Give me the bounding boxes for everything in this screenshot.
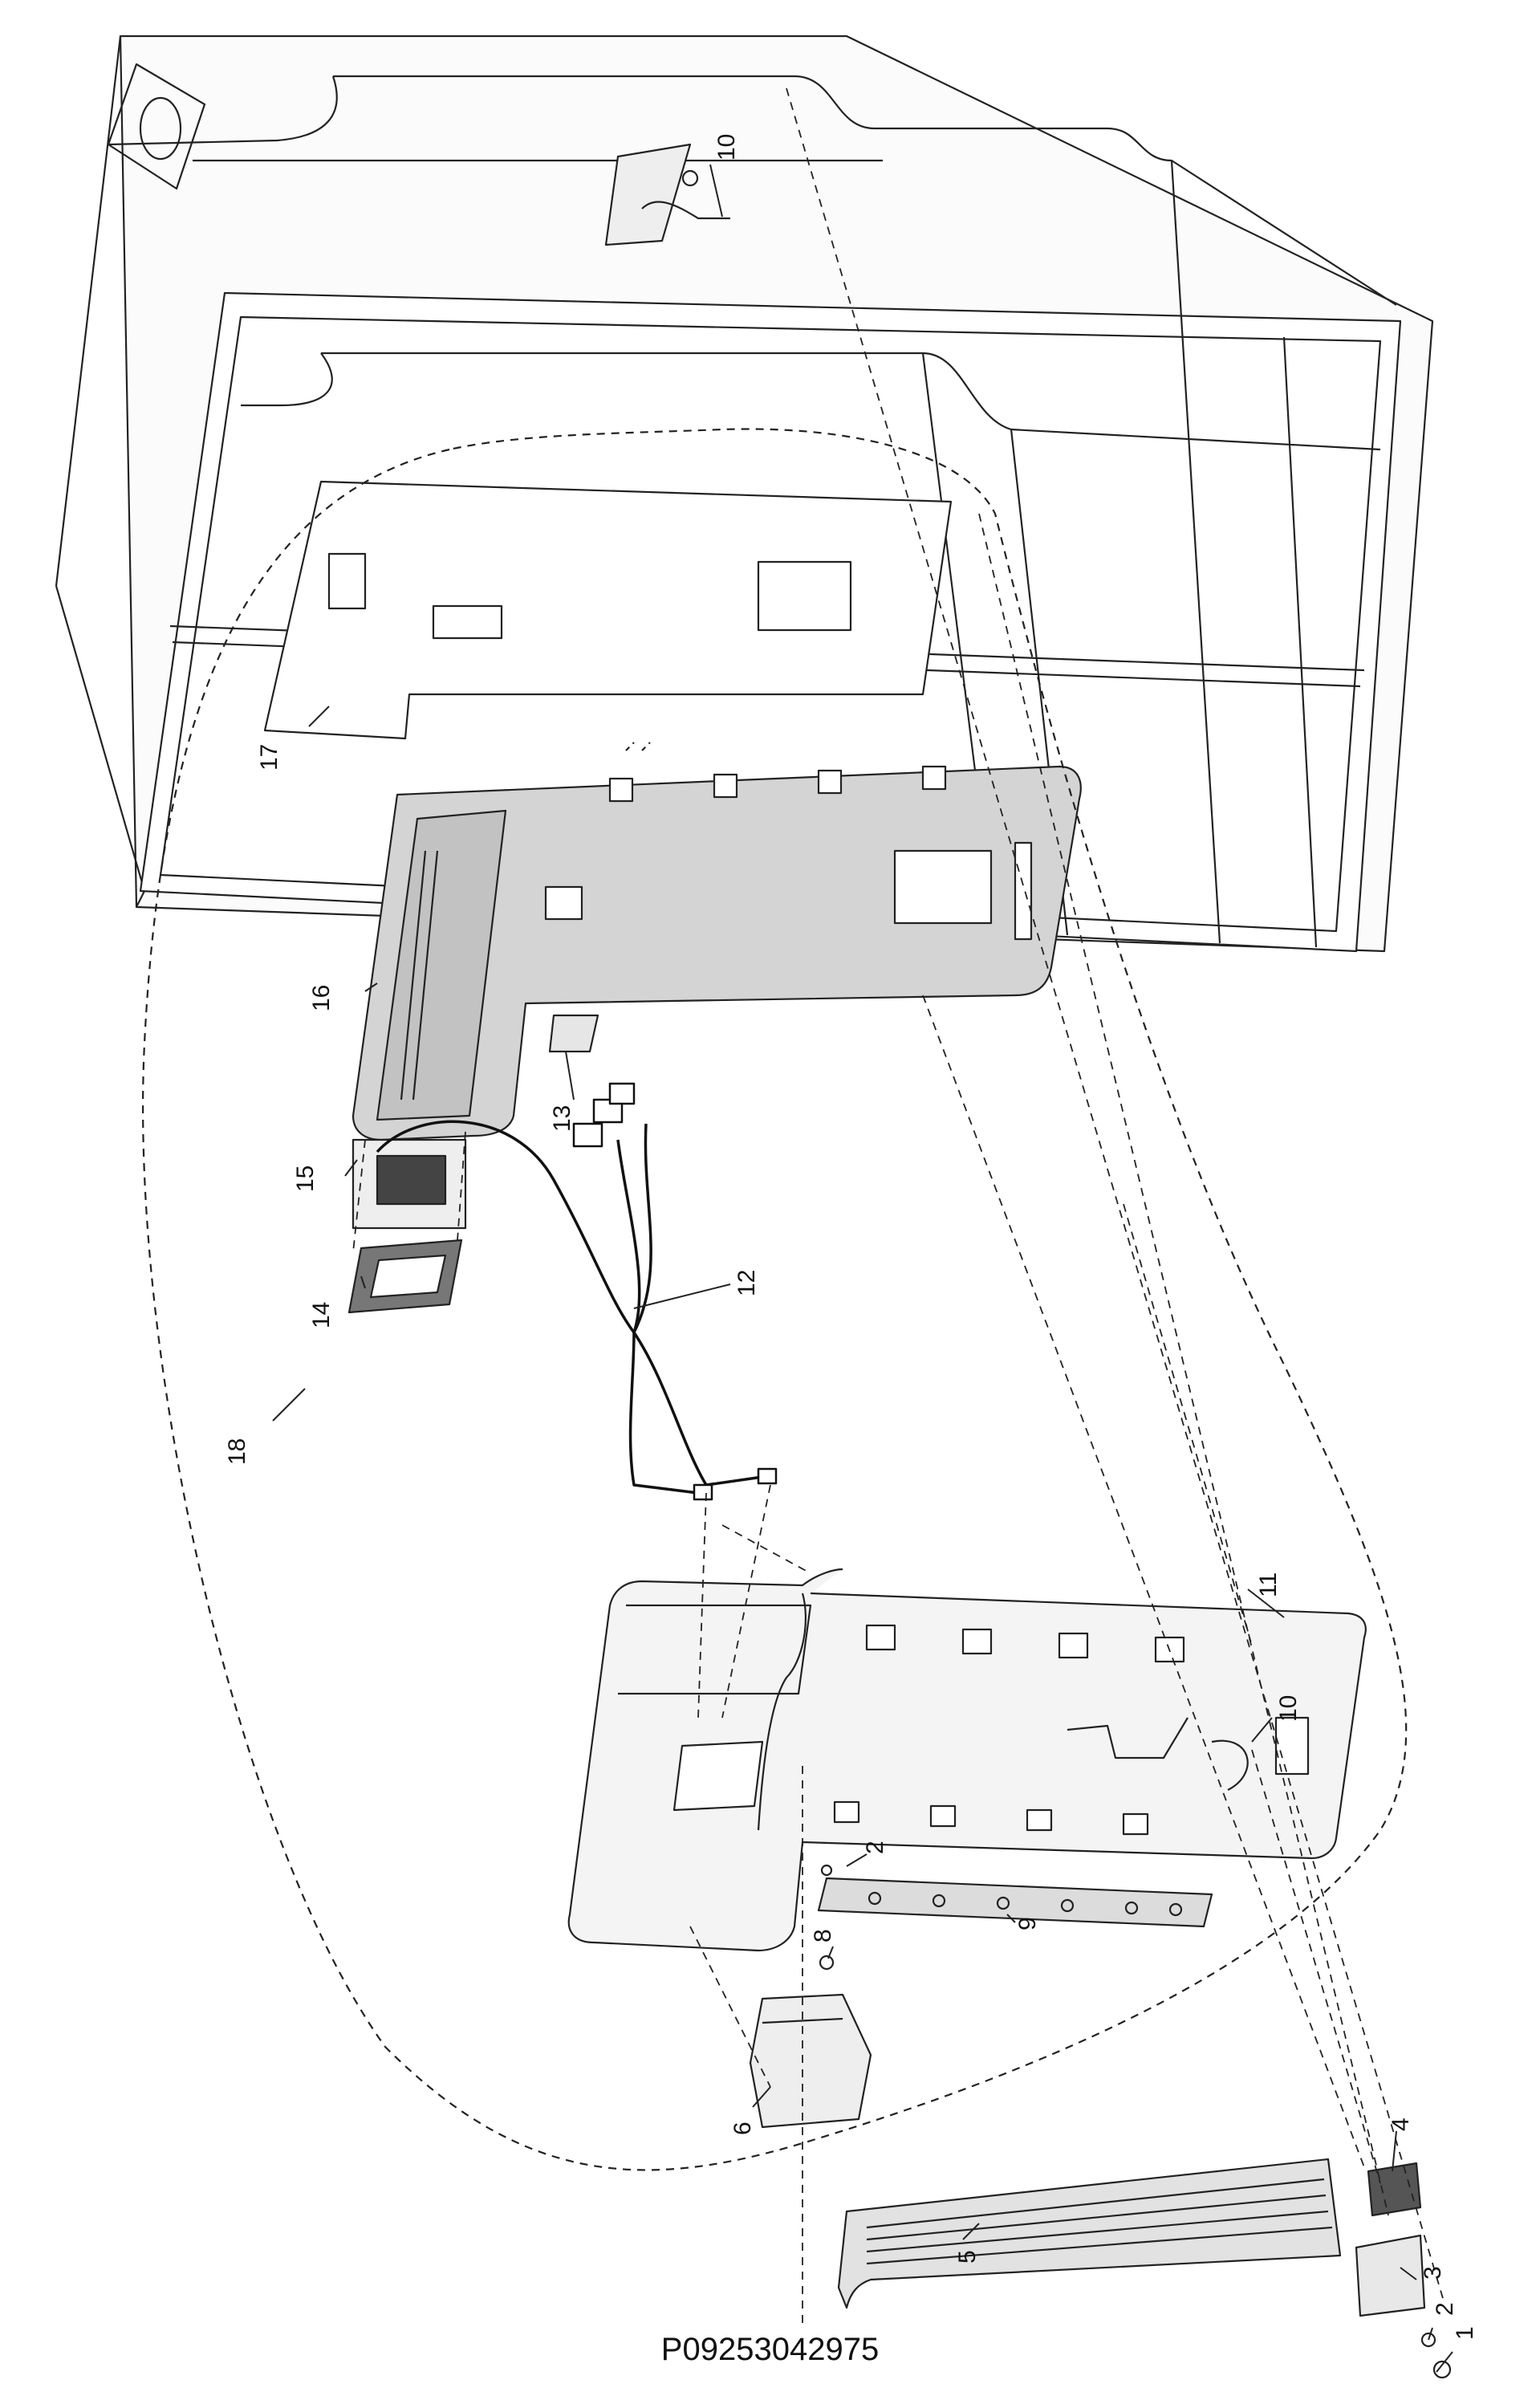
front-trim-5 [837, 2158, 1342, 2309]
callout-labels: 1 2 2 3 4 5 6 8 9 10 10 11 12 13 14 15 1… [224, 134, 1478, 2340]
callout-14: 14 [308, 1302, 335, 1328]
callout-5: 5 [954, 2250, 981, 2264]
control-box-6 [749, 1993, 872, 2129]
alignment-lines [352, 87, 1445, 2328]
clip-1 [1432, 2360, 1452, 2379]
foam-pad-13 [548, 1014, 599, 1053]
part-code: P09253042975 [660, 2332, 880, 2367]
callout-17: 17 [256, 744, 282, 771]
leader-lines [272, 164, 1453, 2373]
callout-13: 13 [549, 1105, 575, 1132]
screw-8 [819, 1955, 835, 1971]
callout-6: 6 [729, 2121, 756, 2135]
callout-10: 10 [1275, 1695, 1302, 1722]
fan-motor-15 [351, 1138, 467, 1230]
screw-2-upper [820, 1864, 833, 1877]
callout-18: 18 [224, 1438, 250, 1465]
led-strip-9 [817, 1877, 1213, 1928]
air-duct-cover-11 [567, 1568, 1367, 1952]
foam-duct-assembly [351, 742, 1082, 1141]
callout-12: 12 [733, 1270, 760, 1296]
callout-4: 4 [1388, 2117, 1414, 2131]
callout-8: 8 [810, 1929, 836, 1942]
callout-10: 10 [713, 134, 740, 161]
callout-1: 1 [1452, 2326, 1478, 2340]
callout-3: 3 [1420, 2266, 1446, 2280]
grille-3 [1355, 2234, 1426, 2317]
callout-2: 2 [1432, 2302, 1458, 2316]
insulation-sheet [263, 480, 953, 740]
callout-9: 9 [1014, 1917, 1041, 1930]
screw-2 [1420, 2332, 1436, 2348]
assembly-outline-18 [142, 428, 1408, 2171]
filter-4 [1367, 2162, 1422, 2217]
callout-2: 2 [862, 1841, 888, 1854]
gasket-14 [347, 1239, 463, 1314]
callout-15: 15 [292, 1165, 319, 1192]
callout-11: 11 [1255, 1572, 1282, 1597]
callout-16: 16 [308, 985, 335, 1011]
wire-harness-12 [376, 1082, 778, 1501]
